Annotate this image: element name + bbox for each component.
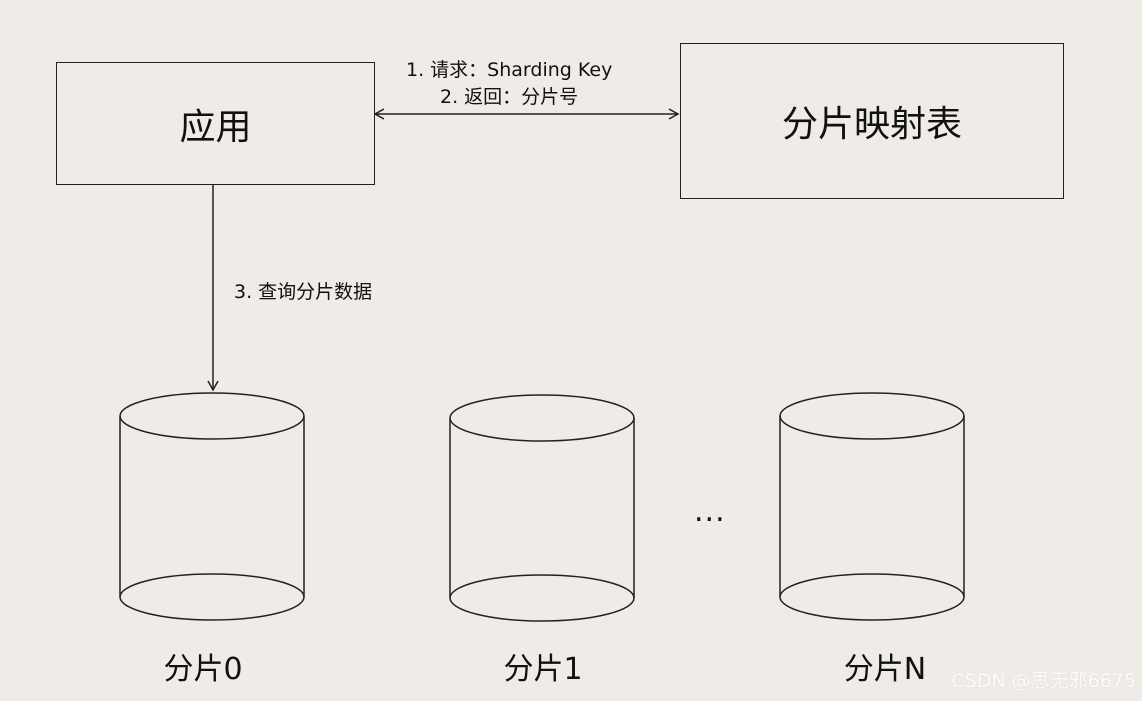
- request-label: 1. 请求：Sharding Key: [406, 59, 613, 81]
- shard-cylinder-n: [779, 392, 965, 621]
- csdn-watermark: CSDN @思无邪6675: [951, 670, 1136, 692]
- mapping-table-node-label: 分片映射表: [781, 104, 962, 145]
- app-node: 应用: [56, 62, 375, 185]
- shard-cylinder-0: [119, 392, 305, 621]
- response-label: 2. 返回：分片号: [440, 86, 579, 108]
- shard-label-0: 分片0: [163, 652, 243, 687]
- app-node-label: 应用: [179, 106, 252, 148]
- shard-label-n: 分片N: [843, 652, 927, 687]
- more-shards-ellipsis: ...: [694, 494, 726, 529]
- shard-label-1: 分片1: [503, 652, 583, 687]
- query-label: 3. 查询分片数据: [234, 281, 373, 303]
- mapping-table-node: 分片映射表: [680, 43, 1064, 199]
- shard-cylinder-1: [449, 394, 635, 622]
